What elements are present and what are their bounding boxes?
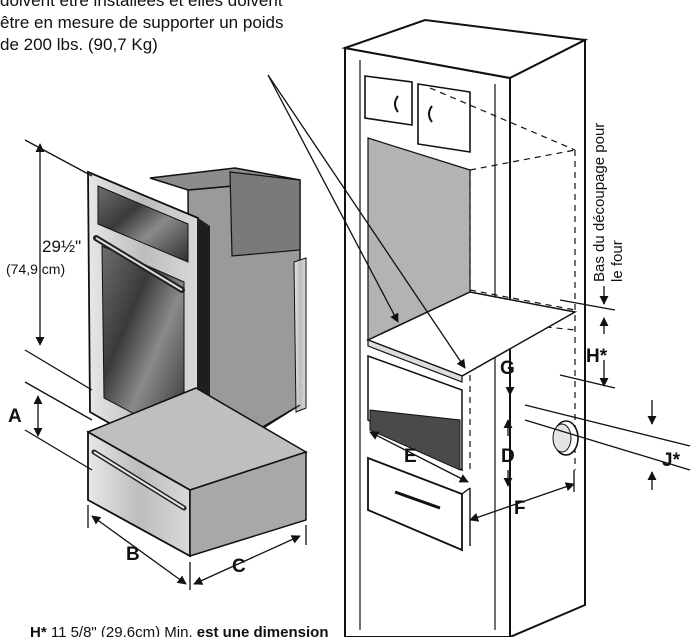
caption-line-2: être en mesure de supporter un poids — [0, 13, 284, 32]
dimension-lines-right — [369, 286, 691, 522]
dimension-lines-left — [24, 139, 307, 590]
cutout-bottom-label: Bas du découpage pour le four — [591, 123, 626, 282]
oven-height-metric: (74,9 cm) — [6, 261, 65, 277]
label-A: A — [8, 406, 22, 427]
cutout-label-line-1: Bas du découpage pour — [591, 123, 608, 282]
label-G: G — [500, 358, 515, 379]
footnote-prefix: H* — [30, 624, 47, 637]
footnote-value: 11 5/8" (29,6cm) Min. — [50, 624, 193, 637]
caption-line-3: de 200 lbs. (90,7 Kg) — [0, 35, 158, 54]
label-C: C — [232, 556, 246, 577]
support-caption: doivent être installées et elles doivent… — [0, 0, 400, 56]
cabinet — [341, 18, 589, 637]
label-E: E — [404, 446, 417, 467]
label-J: J* — [662, 450, 681, 471]
cutout-label-line-2: le four — [609, 240, 626, 282]
oven-height-imperial: 29½" — [42, 237, 81, 256]
caption-line-1: doivent être installées et elles doivent — [0, 0, 283, 10]
label-H: H* — [586, 346, 608, 367]
label-B: B — [126, 544, 140, 565]
footnote-emphasis: est une dimension — [196, 624, 329, 637]
label-D: D — [501, 446, 515, 467]
footnote: H* 11 5/8" (29,6cm) Min. est une dimensi… — [30, 624, 329, 637]
caption-leader-lines — [267, 74, 466, 369]
label-F: F — [514, 498, 526, 519]
